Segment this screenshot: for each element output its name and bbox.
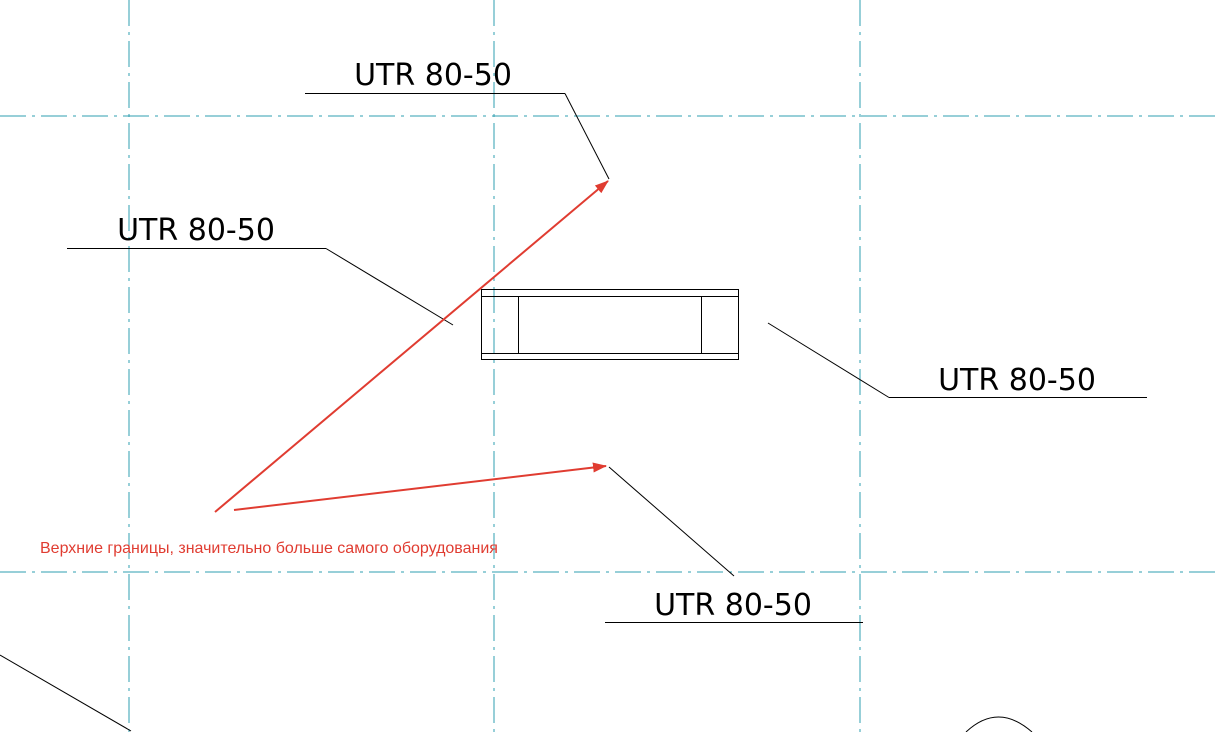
equipment-left-flange <box>481 296 519 354</box>
arrow-to-top-boundary <box>214 180 609 513</box>
tag-top-label: UTR 80-50 <box>354 58 512 93</box>
tag-right-label: UTR 80-50 <box>938 363 1096 398</box>
tag-right-leader <box>767 322 890 398</box>
tag-left-leader <box>325 248 454 326</box>
equipment-utr-80-50[interactable] <box>481 289 739 360</box>
tag-top-leader <box>564 93 610 180</box>
annotation-note: Верхние границы, значительно больше само… <box>40 540 498 557</box>
annotation-arrows <box>214 180 609 513</box>
arrow-to-bottom-boundary <box>233 462 607 511</box>
tag-bottom-leader <box>608 466 735 577</box>
tag-bottom-label: UTR 80-50 <box>654 588 812 623</box>
tag-left-label: UTR 80-50 <box>117 213 275 248</box>
tag-bottom[interactable]: UTR 80-50 <box>605 466 863 623</box>
tag-top[interactable]: UTR 80-50 <box>305 58 610 180</box>
partial-line-bottom-left <box>0 654 132 732</box>
equipment-right-flange <box>701 296 739 354</box>
equipment-outline <box>481 289 739 360</box>
tag-right[interactable]: UTR 80-50 <box>767 322 1147 398</box>
partial-arc-bottom-right <box>965 716 1033 732</box>
background-linework <box>0 654 1033 732</box>
tag-left[interactable]: UTR 80-50 <box>67 213 454 326</box>
